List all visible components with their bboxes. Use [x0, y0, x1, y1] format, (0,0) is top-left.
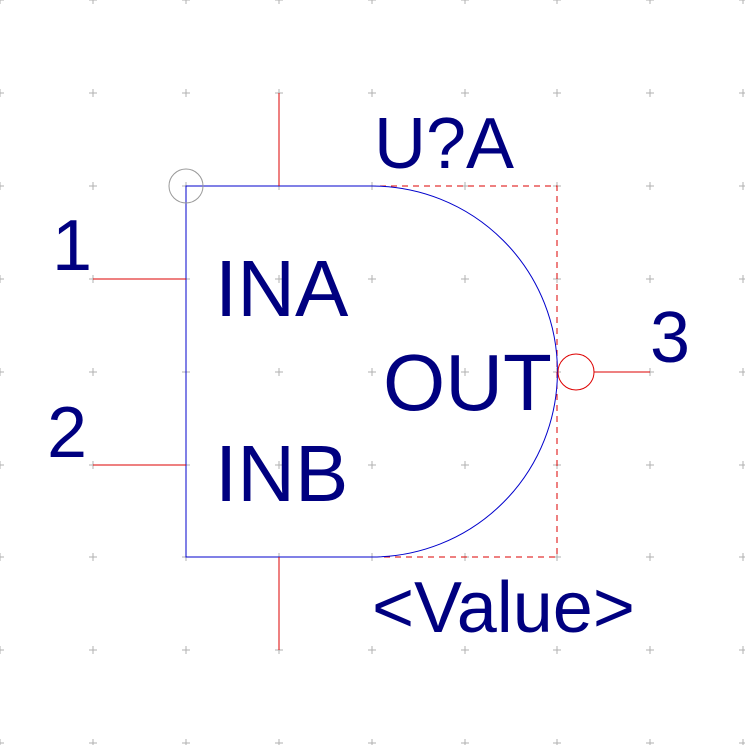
reference-designator[interactable]: U?A: [374, 104, 514, 184]
pin-3-name: OUT: [383, 338, 552, 427]
pin-2-name: INB: [215, 429, 348, 518]
inversion-bubble-icon: [557, 353, 595, 391]
pin-1-name: INA: [215, 244, 349, 333]
pin-3-number: 3: [650, 298, 690, 378]
gate-body[interactable]: [185, 185, 558, 558]
pin-1-number: 1: [52, 206, 92, 286]
origin-marker-icon: [168, 168, 204, 204]
pin-2-number: 2: [47, 393, 87, 473]
bounding-outline: [380, 185, 558, 558]
value-label[interactable]: <Value>: [372, 568, 635, 648]
